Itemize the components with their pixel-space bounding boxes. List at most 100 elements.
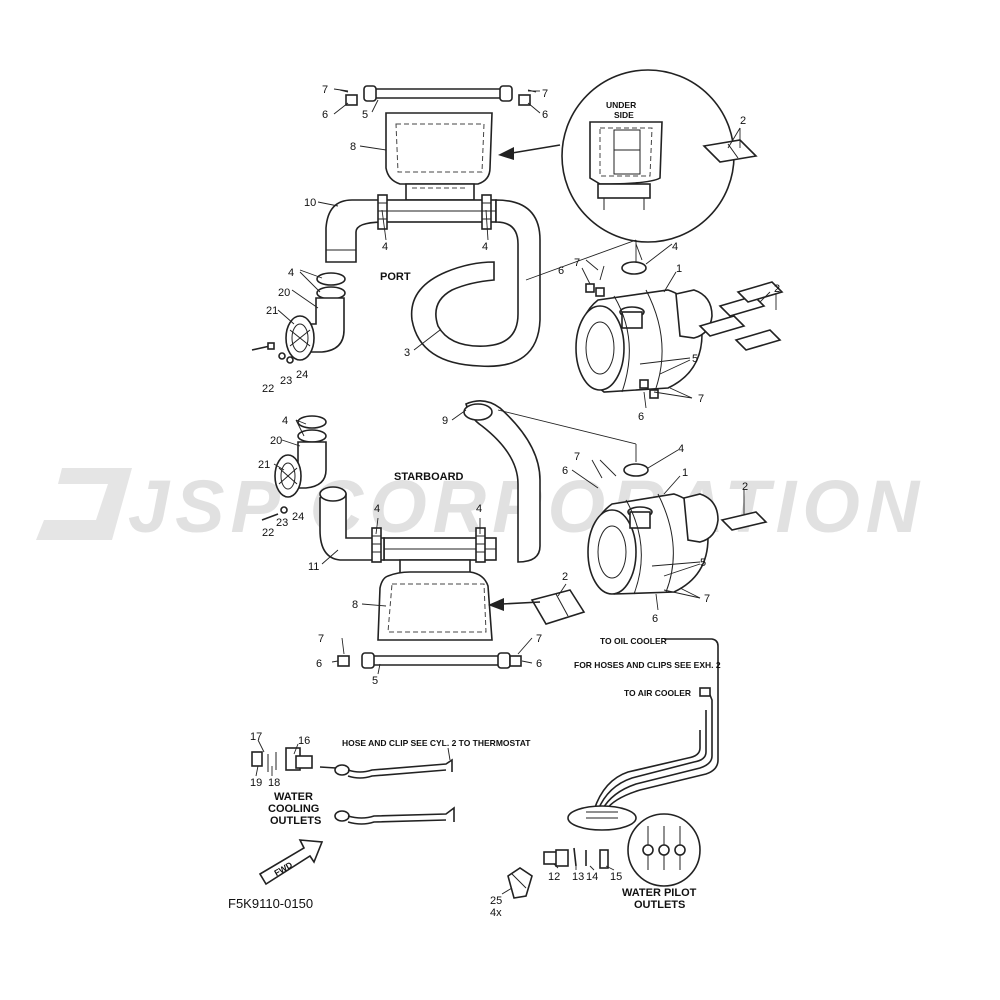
callout: 7 — [698, 393, 704, 405]
callout: 1 — [676, 263, 682, 275]
callout: 4 — [382, 241, 388, 253]
callout: 7 — [704, 593, 710, 605]
washers-top — [278, 352, 294, 364]
callout: 5 — [362, 109, 368, 121]
callout: 19 — [250, 777, 262, 789]
part-25 — [507, 867, 533, 899]
hose-11 — [319, 486, 385, 561]
callout: 1 — [682, 467, 688, 479]
callout: 7 — [542, 88, 548, 100]
screw-22-bottom — [261, 506, 288, 521]
label-port: PORT — [380, 271, 411, 283]
clamp-elbow-top — [316, 272, 346, 300]
hose-10 — [325, 199, 385, 263]
label-water-pilot-1: WATER PILOT — [622, 887, 697, 899]
callout: 7 — [318, 633, 324, 645]
screw-22-top — [251, 342, 275, 351]
callout: 15 — [610, 871, 622, 883]
callout: 9 — [442, 415, 448, 427]
water-hose-lower — [334, 806, 455, 825]
callout: 2 — [740, 115, 746, 127]
note-hoses-clips: FOR HOSES AND CLIPS SEE EXH. 2 — [574, 660, 721, 670]
callout: 4 — [678, 443, 684, 455]
callout: 4 — [476, 503, 482, 515]
callout: 13 — [572, 871, 584, 883]
watermark-logo-mark — [36, 468, 132, 540]
label-water-pilot-2: OUTLETS — [634, 899, 685, 911]
callout: 25 — [490, 895, 502, 907]
nut-bottom-right — [509, 655, 522, 667]
nut-top-right — [518, 89, 537, 106]
strap-bottom — [361, 652, 511, 669]
clamp-bottom-right — [475, 527, 486, 563]
label-water-cooling-1: WATER — [274, 791, 313, 803]
note-oil-cooler: TO OIL COOLER — [600, 636, 667, 646]
filter-band-top — [613, 289, 663, 393]
inset-label-line1: UNDER — [606, 100, 636, 110]
callout: 16 — [298, 735, 310, 747]
callout: 2 — [742, 481, 748, 493]
label-water-cooling-2: COOLING — [268, 803, 319, 815]
callout: 2 — [562, 571, 568, 583]
callout: 5 — [700, 557, 706, 569]
callout: 17 — [250, 731, 262, 743]
callout: 6 — [316, 658, 322, 670]
pad-bottom — [720, 511, 768, 531]
callout-numbers: 7 6 5 7 6 8 10 4 4 4 20 21 22 23 24 3 2 … — [250, 84, 780, 907]
inset-underside — [561, 69, 758, 243]
callout: 12 — [548, 871, 560, 883]
callout: 6 — [652, 613, 658, 625]
arrow-to-box — [488, 598, 541, 611]
pilot-parts — [543, 847, 609, 869]
label-qty-25: 4x — [490, 907, 502, 919]
arrow-to-inset — [498, 144, 561, 160]
callout: 14 — [586, 871, 598, 883]
callout: 3 — [404, 347, 410, 359]
callout: 7 — [574, 451, 580, 463]
callout: 2 — [774, 283, 780, 295]
callout: 7 — [322, 84, 328, 96]
tubes-oil-cooler — [593, 638, 719, 811]
clamp-filter-bottom — [623, 463, 649, 477]
callout: 8 — [350, 141, 356, 153]
silencer-21-bottom — [274, 454, 302, 498]
callout: 5 — [692, 353, 698, 365]
inset-label-line2: SIDE — [614, 110, 634, 120]
manifold-bar-top — [383, 199, 497, 223]
callout: 4 — [672, 241, 678, 253]
callout: 10 — [304, 197, 316, 209]
callout: 6 — [536, 658, 542, 670]
pilot-fitting-oval — [567, 805, 637, 831]
callout: 6 — [322, 109, 328, 121]
nut-bottom-left — [337, 655, 350, 667]
pilot-detail-circle — [627, 813, 701, 887]
callout: 4 — [288, 267, 294, 279]
leader-lines — [255, 88, 777, 895]
nut-top-left — [339, 89, 358, 106]
intake-box-top — [385, 112, 493, 201]
hose-3 — [410, 199, 541, 368]
pad-bottom-2 — [530, 589, 586, 625]
callout: 18 — [268, 777, 280, 789]
label-starboard: STARBOARD — [394, 471, 464, 483]
fittings-16-17 — [251, 747, 313, 772]
callout: 7 — [574, 257, 580, 269]
callout: 11 — [308, 561, 319, 573]
pads-top — [698, 281, 784, 351]
callout: 21 — [258, 459, 270, 471]
callout: 22 — [262, 527, 274, 539]
callout: 20 — [270, 435, 282, 447]
filter-band-bottom — [625, 493, 674, 595]
note-hose-clip: HOSE AND CLIP SEE CYL. 2 TO THERMOSTAT — [342, 738, 531, 748]
callout: 6 — [638, 411, 644, 423]
callout: 7 — [536, 633, 542, 645]
figure-code: F5K9110-0150 — [228, 896, 313, 911]
callout: 23 — [280, 375, 292, 387]
silencer-21-top — [285, 315, 315, 361]
callout: 6 — [562, 465, 568, 477]
note-air-cooler: TO AIR COOLER — [624, 688, 691, 698]
strap-top — [363, 85, 513, 102]
water-hose-upper — [319, 758, 453, 779]
text-labels: PORT STARBOARD UNDER SIDE TO OIL COOLER … — [228, 100, 721, 919]
callout: 24 — [292, 511, 304, 523]
